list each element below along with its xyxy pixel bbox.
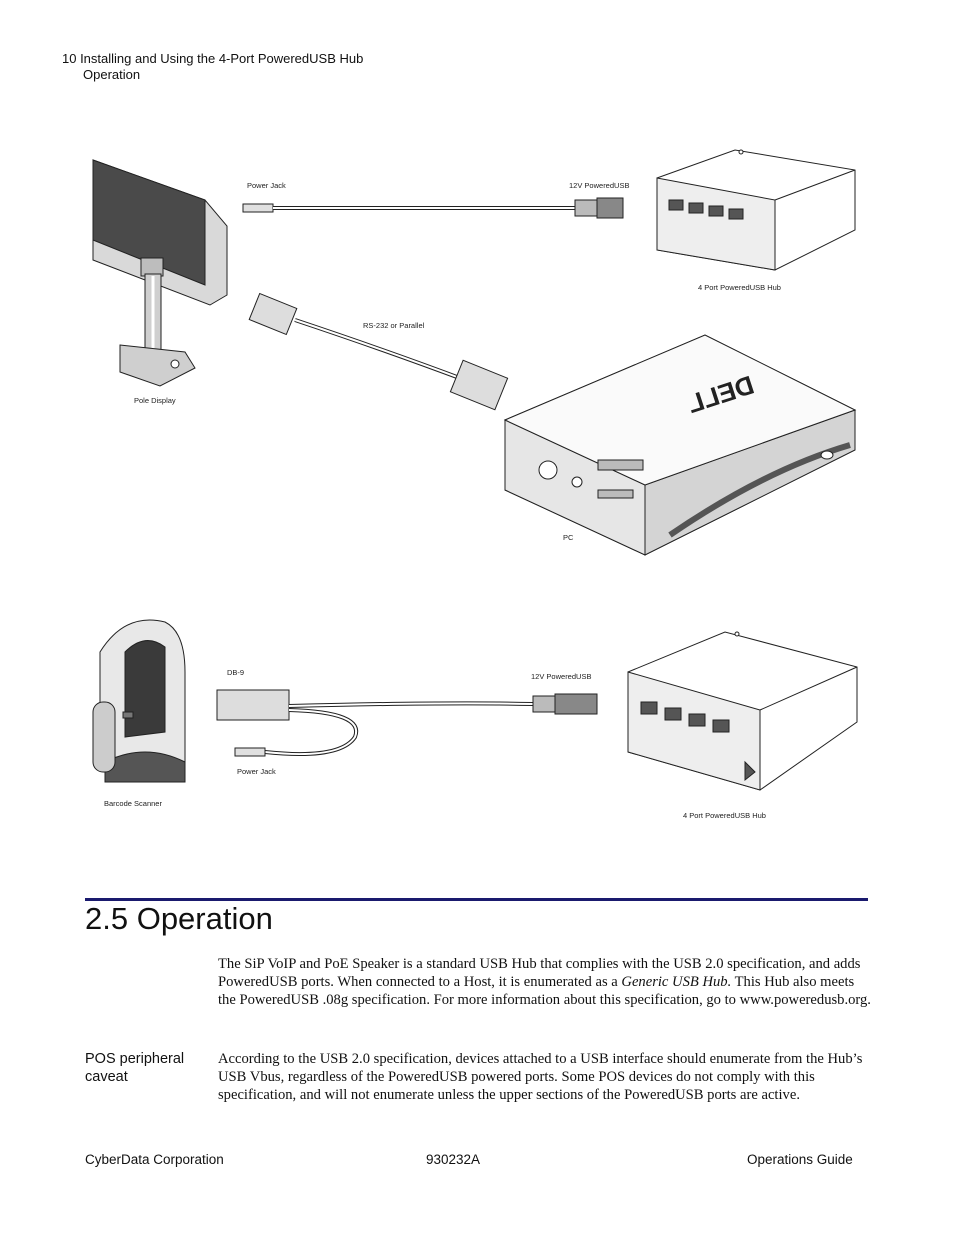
db9-label: DB-9 bbox=[227, 668, 244, 677]
operation-paragraph: The SiP VoIP and PoE Speaker is a standa… bbox=[218, 955, 873, 1009]
rs232-label: RS-232 or Parallel bbox=[363, 321, 425, 330]
y-cable bbox=[216, 689, 598, 757]
barcode-scanner-device bbox=[92, 619, 186, 783]
section-title: 2.5 Operation bbox=[85, 901, 273, 936]
power-cable bbox=[242, 197, 624, 219]
figure-pole-display-connection: Pole Display Power Jack 12V PoweredUSB 4… bbox=[85, 140, 860, 560]
running-header: 10 Installing and Using the 4-Port Power… bbox=[62, 51, 363, 83]
side-heading: POS peripheral caveat bbox=[85, 1051, 185, 1085]
power-jack-label: Power Jack bbox=[247, 181, 286, 190]
section-rule bbox=[85, 898, 868, 901]
figure-1-illustration: Pole Display Power Jack 12V PoweredUSB 4… bbox=[92, 149, 857, 556]
generic-usb-hub-term: Generic USB Hub. bbox=[621, 974, 732, 990]
pc-label: PC bbox=[563, 533, 574, 542]
figure-barcode-scanner-connection: Barcode Scanner DB-9 12V PoweredUSB Powe… bbox=[85, 612, 860, 852]
footer-guide: Operations Guide bbox=[747, 1152, 853, 1167]
pc-device: DELL bbox=[503, 334, 857, 556]
scanner-label: Barcode Scanner bbox=[104, 799, 162, 808]
pole-display-label: Pole Display bbox=[134, 396, 176, 405]
hub-device bbox=[656, 149, 856, 271]
powered-usb-label-2: 12V PoweredUSB bbox=[531, 672, 591, 681]
power-jack-label-2: Power Jack bbox=[237, 767, 276, 776]
page-number-title: 10 Installing and Using the 4-Port Power… bbox=[62, 51, 364, 66]
pole-display-device bbox=[92, 159, 228, 387]
caveat-paragraph: According to the USB 2.0 specification, … bbox=[218, 1051, 863, 1103]
hub-label: 4 Port PoweredUSB Hub bbox=[698, 283, 781, 292]
powered-usb-label: 12V PoweredUSB bbox=[569, 181, 629, 190]
para1-text-a: The SiP VoIP and PoE Speaker is a standa… bbox=[218, 956, 861, 990]
serial-cable bbox=[248, 292, 509, 411]
header-section: Operation bbox=[83, 67, 141, 82]
hub-device-2 bbox=[627, 631, 858, 791]
figure-2-illustration: Barcode Scanner DB-9 12V PoweredUSB Powe… bbox=[92, 619, 858, 820]
para1-text-b: This Hub also meets the PoweredUSB .08g … bbox=[218, 974, 871, 1008]
footer-doc-number: 930232A bbox=[426, 1152, 481, 1167]
hub-label-2: 4 Port PoweredUSB Hub bbox=[683, 811, 766, 820]
footer-company: CyberData Corporation bbox=[85, 1152, 224, 1167]
